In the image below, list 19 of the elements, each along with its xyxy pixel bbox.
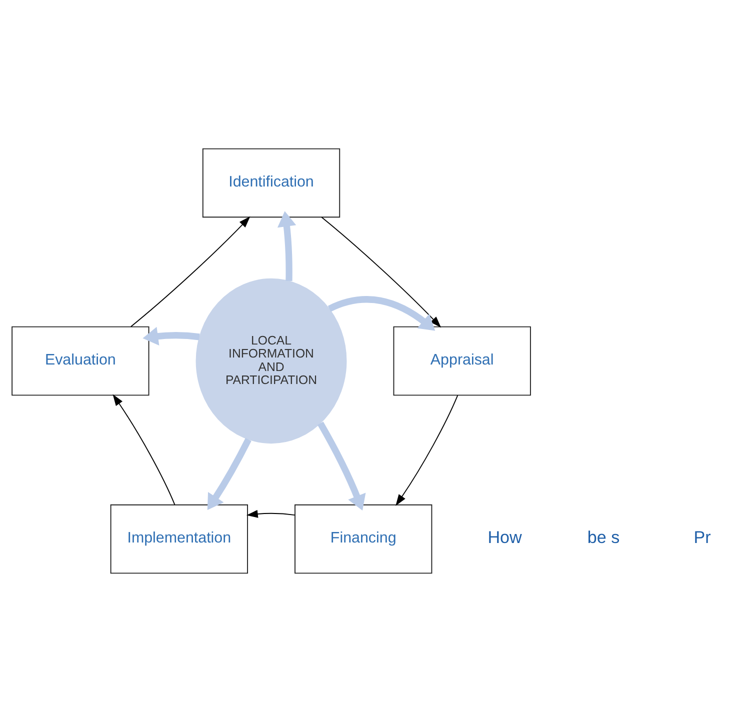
node-box: Implementation (110, 504, 248, 574)
arrow (328, 296, 436, 330)
arrow (130, 216, 250, 327)
arrow (246, 509, 296, 518)
node-box: Evaluation (12, 326, 150, 396)
arrow (396, 394, 458, 506)
arrow (207, 437, 252, 510)
arrow (277, 210, 296, 281)
arrow (142, 326, 200, 346)
node-circle: LOCAL INFORMATION AND PARTICIPATION (196, 278, 347, 444)
label: be s (587, 528, 620, 547)
arrow (318, 421, 366, 510)
node-box: Identification (202, 148, 340, 218)
node-box: Appraisal (393, 326, 531, 396)
node-box: Financing (294, 504, 432, 574)
arrow (321, 216, 442, 328)
arrow (112, 394, 176, 505)
label: How (488, 528, 522, 547)
label: Pr (694, 528, 711, 547)
